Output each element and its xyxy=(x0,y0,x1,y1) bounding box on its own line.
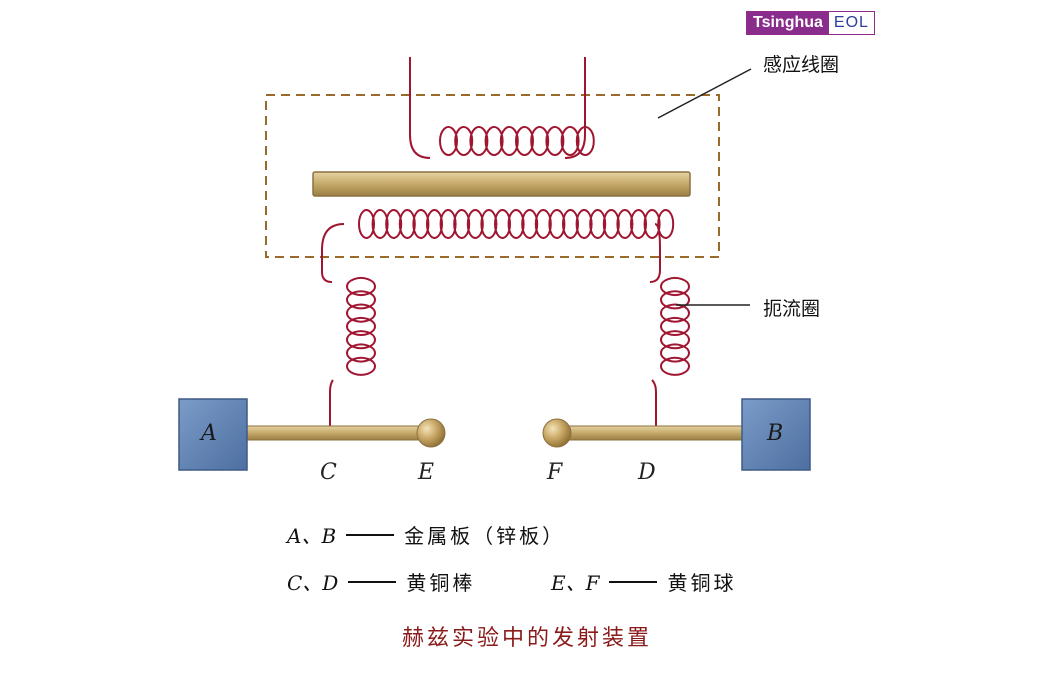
metal-plate-b xyxy=(741,398,811,471)
legend-dash xyxy=(346,533,395,536)
legend-dash xyxy=(609,580,658,583)
induction-coil-boundary xyxy=(265,94,720,258)
brass-rod-d xyxy=(567,425,743,441)
legend-rods-symbols: C、D xyxy=(287,571,339,595)
point-e-label: E xyxy=(418,460,435,485)
diagram-caption: 赫兹实验中的发射装置 xyxy=(401,626,652,651)
point-d-label: D xyxy=(638,460,656,485)
point-f-label: F xyxy=(547,460,563,485)
secondary-coil xyxy=(321,209,675,283)
brass-rod-c xyxy=(246,425,424,441)
legend-plates-text: 金属板（锌板） xyxy=(404,524,566,548)
choke-coil-label: 扼流圈 xyxy=(763,298,821,320)
brass-ball-f xyxy=(542,418,572,448)
legend-balls-text: 黄铜球 xyxy=(667,571,737,595)
primary-coil xyxy=(409,57,595,159)
plate-b-label: B xyxy=(767,421,784,446)
legend-row-balls: E、F 黄铜球 xyxy=(551,567,736,596)
logo-part-2: EOL xyxy=(828,12,874,34)
legend-row-rods: C、D 黄铜棒 xyxy=(287,567,475,596)
tsinghua-eol-logo: Tsinghua EOL xyxy=(746,11,875,35)
brass-ball-e xyxy=(416,418,446,448)
logo-part-1: Tsinghua xyxy=(747,12,829,34)
choke-coil-left xyxy=(329,277,376,426)
induction-coil-label: 感应线圈 xyxy=(763,54,840,76)
legend-dash xyxy=(348,580,397,583)
choke-coil-right xyxy=(651,277,690,426)
legend-rods-text: 黄铜棒 xyxy=(406,571,476,595)
legend-row-plates: A、B 金属板（锌板） xyxy=(287,520,565,549)
plate-a-label: A xyxy=(201,421,217,446)
induction-coil-callout-line xyxy=(657,68,752,119)
point-c-label: C xyxy=(320,460,337,485)
iron-core xyxy=(312,171,691,197)
metal-plate-a xyxy=(178,398,248,471)
legend-balls-symbols: E、F xyxy=(551,571,600,595)
legend-plates-symbols: A、B xyxy=(287,524,337,548)
